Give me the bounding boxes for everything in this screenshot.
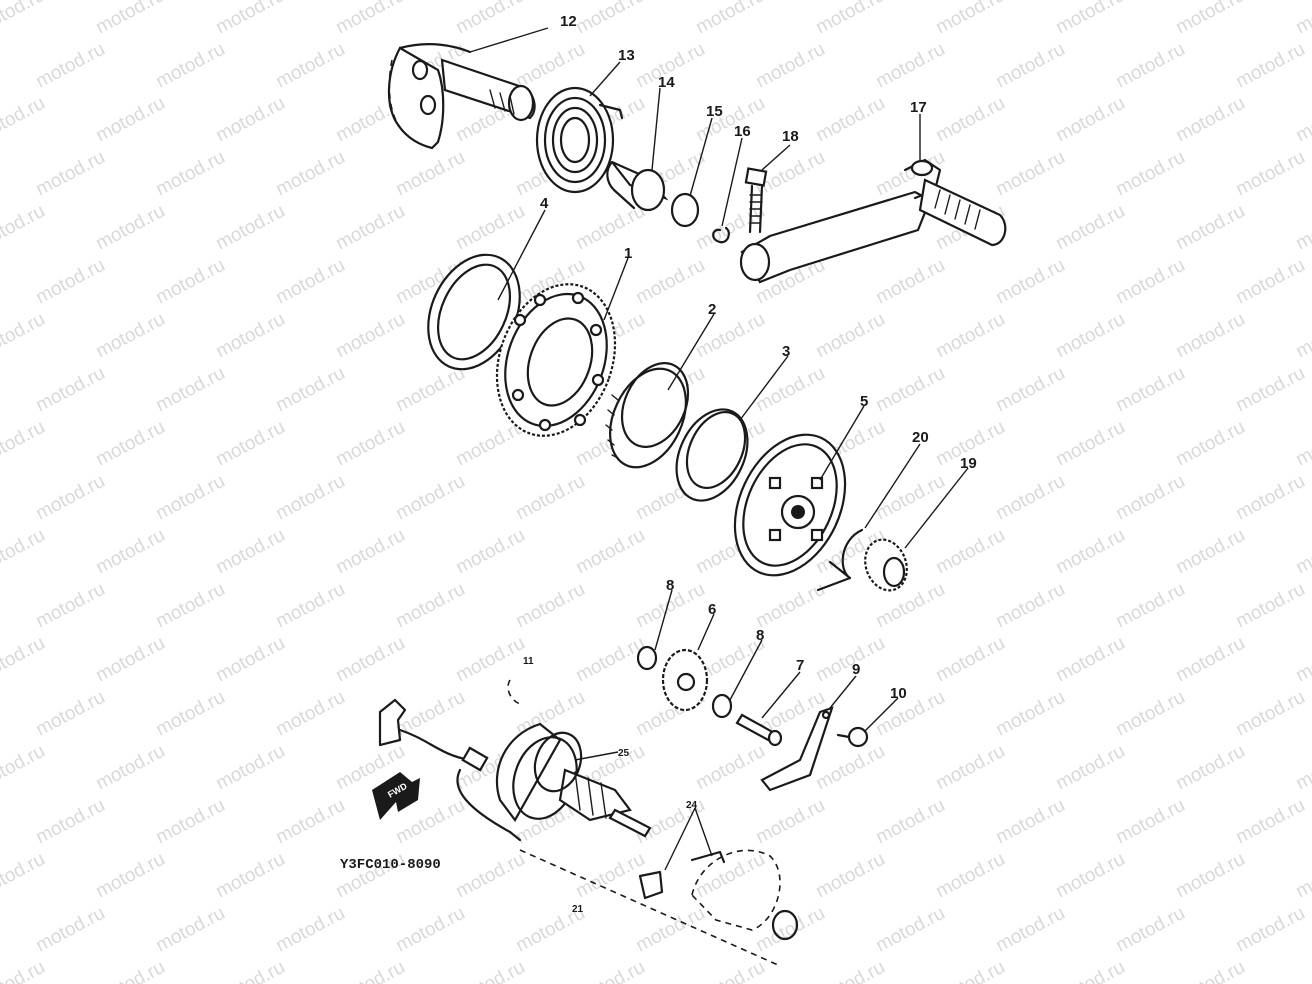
callout-8-left: 8	[666, 577, 674, 594]
part-12-kick-axle[interactable]	[387, 43, 536, 150]
callout-20: 20	[912, 429, 929, 446]
callout-11: 11	[523, 656, 534, 667]
callout-21: 21	[572, 904, 584, 915]
part-14-collar[interactable]	[606, 160, 669, 212]
part-starter-motor-assembly[interactable]	[378, 698, 652, 842]
part-9-plate[interactable]	[760, 706, 834, 792]
part-18-bolt[interactable]	[744, 167, 768, 234]
part-8-washer-right[interactable]	[711, 693, 733, 719]
part-24-brackets[interactable]	[638, 850, 726, 900]
callout-15: 15	[706, 103, 723, 120]
callout-18: 18	[782, 128, 799, 145]
part-7-shaft[interactable]	[735, 713, 783, 747]
fwd-arrow-icon: FWD	[372, 772, 420, 820]
callout-14: 14	[658, 74, 675, 91]
callout-19: 19	[960, 455, 977, 472]
part-25-gasket[interactable]	[527, 726, 589, 797]
part-5-starter-clutch[interactable]	[713, 417, 866, 593]
part-16-circlip[interactable]	[712, 226, 730, 244]
callout-17: 17	[910, 99, 927, 116]
callout-12: 12	[560, 13, 577, 30]
callout-1: 1	[624, 245, 632, 262]
part-15-washer[interactable]	[670, 192, 700, 228]
callout-25: 25	[618, 748, 630, 759]
part-2-needle-bearing[interactable]	[595, 352, 701, 479]
callout-numbers: 12 13 14 15 16 18 17 4 1 2 3 5 20 19 8 6…	[523, 13, 977, 915]
part-13-torsion-spring[interactable]	[535, 86, 624, 194]
drawing-code: Y3FC010-8090	[340, 857, 441, 873]
callout-24: 24	[686, 800, 698, 811]
callout-16: 16	[734, 123, 751, 140]
part-11-o-ring[interactable]	[507, 679, 521, 705]
crankcase-cover-outline	[691, 849, 799, 941]
part-6-idler-gear[interactable]	[661, 648, 709, 712]
callout-7: 7	[796, 657, 804, 674]
callout-8-right: 8	[756, 627, 764, 644]
leader-lines	[469, 27, 969, 871]
part-21-leader	[519, 849, 779, 966]
part-19-drive-gear[interactable]	[858, 534, 913, 597]
callout-9: 9	[852, 661, 860, 678]
part-20-circlip[interactable]	[816, 528, 864, 592]
callout-13: 13	[618, 47, 635, 64]
part-17-kick-crank[interactable]	[739, 158, 1007, 284]
callout-5: 5	[860, 393, 868, 410]
callout-3: 3	[782, 343, 790, 360]
callout-6: 6	[708, 601, 716, 618]
callout-10: 10	[890, 685, 907, 702]
part-1-starter-wheel-gear[interactable]	[477, 268, 636, 453]
part-3-ring[interactable]	[663, 398, 762, 512]
callout-4: 4	[540, 195, 549, 212]
callout-2: 2	[708, 301, 716, 318]
part-8-washer-left[interactable]	[636, 645, 658, 671]
part-10-screw[interactable]	[836, 726, 869, 748]
